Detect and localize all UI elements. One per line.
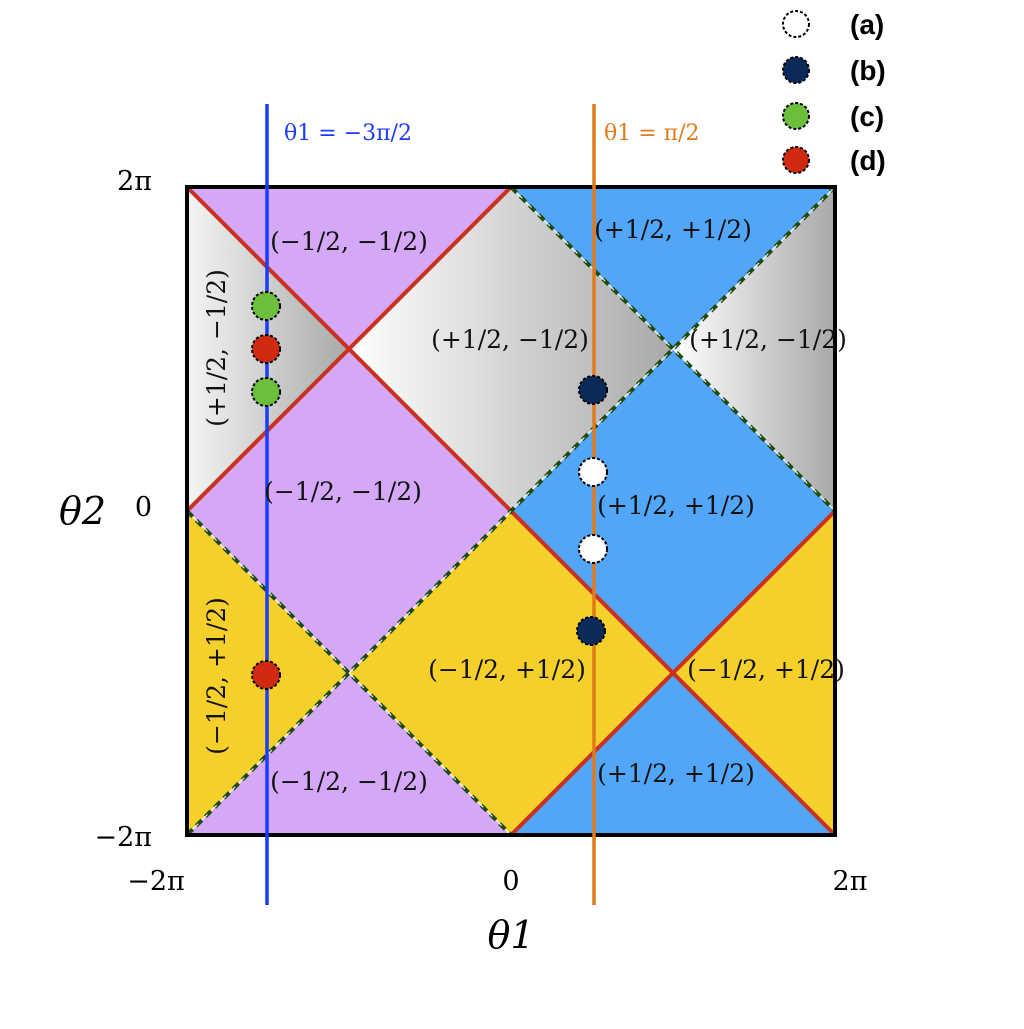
region-labels: (−1/2, −1/2) (+1/2, +1/2) (+1/2, −1/2) (… <box>202 215 847 796</box>
point-c <box>251 377 281 407</box>
region-label: (+1/2, +1/2) <box>597 491 755 520</box>
y-tick-mid: 0 <box>135 492 152 523</box>
x-tick-left: −2π <box>127 866 185 897</box>
legend-label-b: (b) <box>850 55 886 86</box>
legend-label-c: (c) <box>850 101 884 132</box>
region-label: (+1/2, −1/2) <box>689 325 847 354</box>
points <box>251 291 608 690</box>
vline-label-blue: θ1 = −3π/2 <box>284 121 412 146</box>
legend-marker-c <box>782 102 810 130</box>
legend-label-d: (d) <box>850 145 886 176</box>
boundaries <box>185 185 837 837</box>
region-yellow-right <box>673 511 835 835</box>
x-tick-right: 2π <box>833 866 868 897</box>
point-b <box>578 375 608 405</box>
legend-marker-b <box>782 56 810 84</box>
white-dash-overlay <box>186 186 836 836</box>
dashed-boundary <box>185 509 513 837</box>
solid-boundary <box>509 509 837 837</box>
dashed-boundary <box>509 185 837 513</box>
point-d <box>251 660 281 690</box>
region-label: (−1/2, −1/2) <box>264 477 422 506</box>
region-label: (+1/2, +1/2) <box>597 759 755 788</box>
legend-label-a: (a) <box>850 9 884 40</box>
point-c <box>251 291 281 321</box>
region-label: (−1/2, +1/2) <box>202 597 231 755</box>
point-a <box>578 457 608 487</box>
region-label: (+1/2, +1/2) <box>594 215 752 244</box>
region-label: (−1/2, −1/2) <box>270 767 428 796</box>
vline-label-orange: θ1 = π/2 <box>604 121 700 146</box>
plot-frame <box>185 185 837 837</box>
legend: (a) (b) (c) (d) <box>782 9 886 176</box>
region-label: (−1/2, +1/2) <box>428 655 586 684</box>
region-label: (−1/2, −1/2) <box>270 227 428 256</box>
dashed-boundary <box>185 185 837 837</box>
white-dash-overlay <box>186 510 512 836</box>
region-label: (−1/2, +1/2) <box>687 655 845 684</box>
legend-marker-d <box>782 146 810 174</box>
region-blue-bottom <box>511 673 835 835</box>
point-d <box>251 334 281 364</box>
y-tick-top: 2π <box>117 166 152 197</box>
x-tick-mid: 0 <box>502 866 519 897</box>
point-b <box>576 616 606 646</box>
y-axis-title: θ2 <box>59 489 106 533</box>
legend-marker-a <box>782 10 810 38</box>
y-tick-bottom: −2π <box>94 822 152 853</box>
region-blue-top <box>511 187 835 349</box>
white-dash-overlay <box>510 186 836 512</box>
point-a <box>578 534 608 564</box>
solid-boundary <box>185 185 513 513</box>
x-axis-title: θ1 <box>487 913 534 957</box>
region-gray-right <box>673 187 835 511</box>
region-label: (+1/2, −1/2) <box>202 269 231 427</box>
region-label: (+1/2, −1/2) <box>431 325 589 354</box>
